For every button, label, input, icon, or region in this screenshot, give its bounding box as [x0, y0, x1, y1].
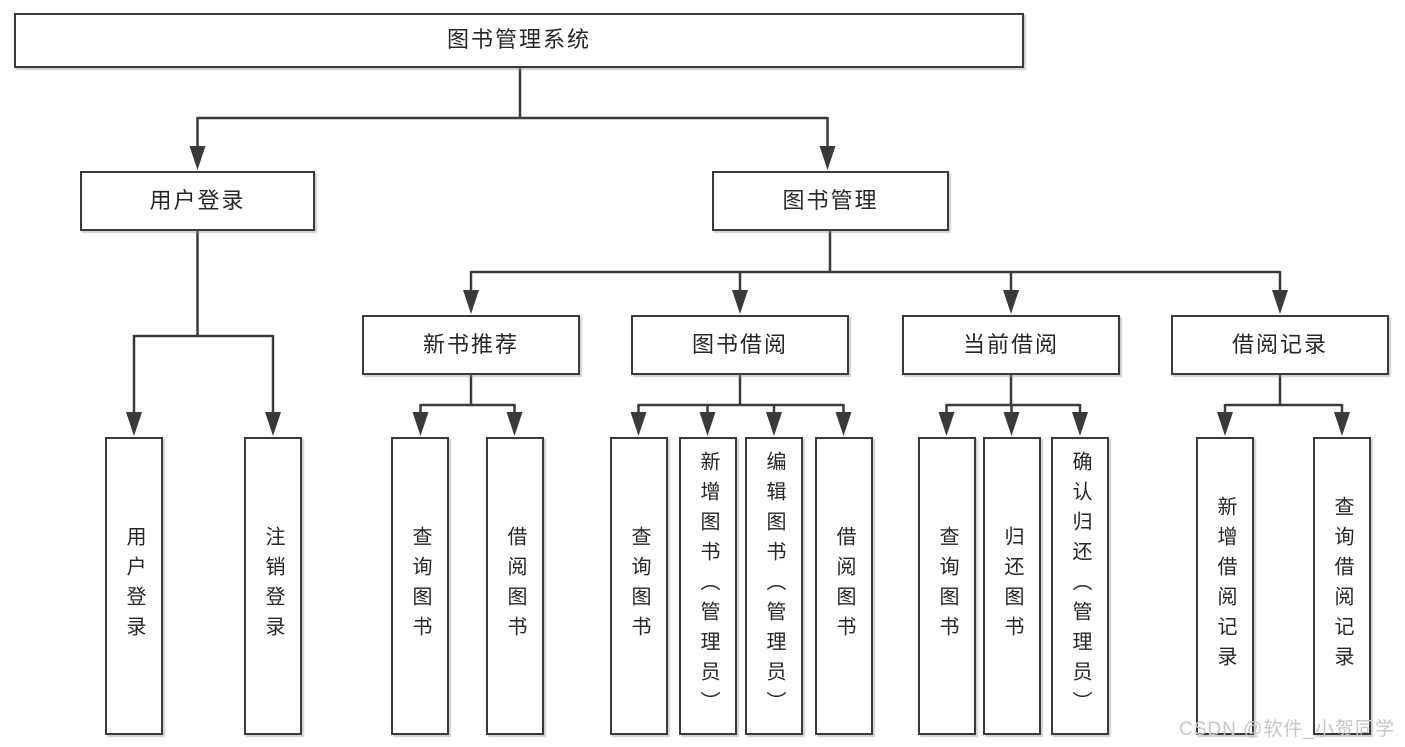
leaf-add-books-admin: 新增图书（管理员）	[679, 437, 737, 735]
leaf-query-books-current: 查询图书	[918, 437, 976, 735]
leaf-borrow-books: 借阅图书	[815, 437, 873, 735]
leaf-edit-books-admin: 编辑图书（管理员）	[745, 437, 803, 735]
node-new-book-recommend: 新书推荐	[362, 315, 580, 375]
node-current-borrowing: 当前借阅	[902, 315, 1120, 375]
leaf-borrow-books-recommend: 借阅图书	[486, 437, 544, 735]
leaf-logout: 注销登录	[244, 437, 302, 735]
node-book-borrowing: 图书借阅	[631, 315, 849, 375]
node-borrowing-records: 借阅记录	[1171, 315, 1389, 375]
leaf-user-login: 用户登录	[105, 437, 163, 735]
leaf-add-borrow-record: 新增借阅记录	[1196, 437, 1254, 735]
leaf-return-books: 归还图书	[983, 437, 1041, 735]
node-user-login: 用户登录	[80, 171, 315, 231]
node-book-management: 图书管理	[712, 171, 949, 231]
leaf-confirm-return-admin: 确认归还（管理员）	[1051, 437, 1109, 735]
node-library-management-system: 图书管理系统	[14, 13, 1024, 68]
leaf-query-borrow-record: 查询借阅记录	[1313, 437, 1371, 735]
leaf-query-books-recommend: 查询图书	[391, 437, 449, 735]
leaf-query-books-borrow: 查询图书	[610, 437, 668, 735]
